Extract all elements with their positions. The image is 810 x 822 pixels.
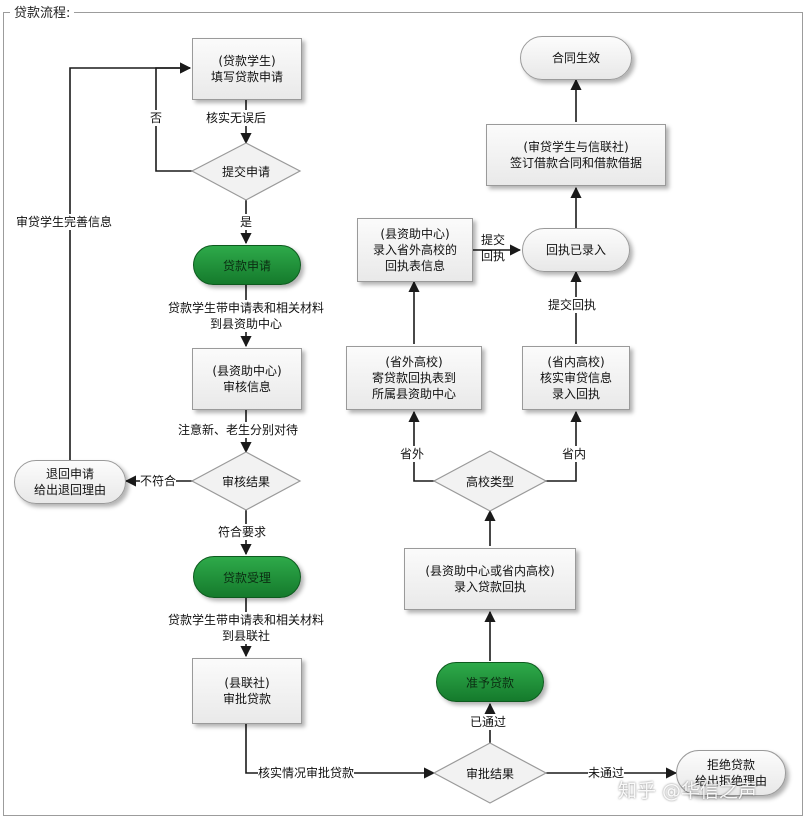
edge-label-yes: 是 — [240, 214, 253, 230]
node-contract-effective: 合同生效 — [520, 36, 632, 80]
node-county-review-line2: 审核信息 — [222, 380, 271, 394]
edge-label-bring-materials-county-line2: 到县资助中心 — [209, 317, 282, 331]
node-out-province: (省外高校) 寄贷款回执表到 所属县资助中心 — [346, 346, 482, 410]
node-out-province-line2: 寄贷款回执表到 — [371, 371, 456, 385]
node-county-review: (县资助中心) 审核信息 — [192, 348, 302, 410]
edge-label-submit-receipt-side-line1: 提交 — [481, 233, 506, 247]
decision-submit — [190, 142, 302, 201]
node-coop-approve-line1: (县联社) — [224, 676, 270, 690]
edge-schooltype-out — [408, 410, 436, 482]
node-enter-receipt-line1: (县资助中心或省内高校) — [425, 564, 555, 578]
node-out-province-line3: 所属县资助中心 — [371, 387, 456, 401]
edge-label-new-old: 注意新、老生分别对待 — [178, 422, 299, 438]
edge-label-passed: 已通过 — [470, 714, 507, 730]
watermark: 知乎 @华信之声 — [618, 780, 758, 802]
edge-label-bring-materials-county: 贷款学生带申请表和相关材料 到县资助中心 — [154, 300, 338, 332]
edge-label-submit-receipt: 提交回执 — [548, 297, 597, 313]
edge-label-not-passed: 未通过 — [588, 765, 625, 781]
decision-review-result-label: 审核结果 — [221, 475, 270, 489]
edge-label-bring-materials-coop-line2: 到县联社 — [221, 629, 270, 643]
node-county-enter-line1: (县资助中心) — [380, 227, 450, 241]
node-grant-label: 准予贷款 — [465, 675, 514, 690]
edge-label-in-province: 省内 — [562, 446, 587, 462]
node-in-province-line2: 核实审贷信息 — [539, 371, 612, 385]
decision-school-type-label: 高校类型 — [465, 475, 514, 489]
node-loan-apply: 贷款申请 — [193, 245, 301, 285]
node-reject-line1: 拒绝贷款 — [706, 758, 755, 772]
edge-return-improve-loop — [69, 62, 192, 460]
node-sign-contract-line2: 签订借款合同和借款借据 — [509, 156, 642, 170]
decision-submit-label: 提交申请 — [221, 165, 270, 179]
node-coop-approve-line2: 审批贷款 — [222, 692, 271, 706]
node-grant: 准予贷款 — [436, 662, 544, 702]
node-in-province-line1: (省内高校) — [547, 355, 605, 369]
node-reject: 拒绝贷款 给出拒绝理由 — [676, 750, 786, 796]
node-return-apply-line1: 退回申请 — [45, 467, 94, 481]
node-sign-contract-line1: (审贷学生与信联社) — [523, 140, 629, 154]
edge-coop-approve — [245, 724, 436, 779]
node-loan-apply-label: 贷款申请 — [222, 258, 271, 273]
loan-process-frame — [3, 12, 803, 816]
edge-label-no: 否 — [150, 110, 163, 126]
edge-label-verified: 核实无误后 — [206, 110, 267, 126]
node-county-enter: (县资助中心) 录入省外高校的 回执表信息 — [357, 218, 473, 282]
node-return-apply-line2: 给出退回理由 — [33, 483, 106, 497]
decision-review-result — [190, 451, 302, 511]
node-in-province-line3: 录入回执 — [551, 387, 600, 401]
edge-label-bring-materials-coop: 贷款学生带申请表和相关材料 到县联社 — [154, 612, 338, 644]
edge-label-match: 符合要求 — [218, 524, 267, 540]
node-sign-contract: (审贷学生与信联社) 签订借款合同和借款借据 — [486, 124, 666, 186]
node-reject-line2: 给出拒绝理由 — [694, 774, 767, 788]
node-student-apply-line1: (贷款学生) — [218, 54, 276, 68]
edge-label-submit-receipt-side: 提交 回执 — [481, 232, 505, 264]
node-coop-approve: (县联社) 审批贷款 — [192, 658, 302, 724]
edge-label-out-province: 省外 — [400, 446, 425, 462]
node-contract-effective-label: 合同生效 — [551, 51, 600, 65]
node-receipt-entered-label: 回执已录入 — [545, 243, 606, 257]
decision-approve-result — [432, 742, 548, 804]
node-county-review-line1: (县资助中心) — [212, 364, 282, 378]
node-loan-accept-label: 贷款受理 — [222, 570, 271, 585]
node-county-enter-line2: 录入省外高校的 — [372, 243, 457, 257]
decision-approve-result-label: 审批结果 — [465, 767, 514, 781]
node-out-province-line1: (省外高校) — [385, 355, 443, 369]
node-receipt-entered: 回执已录入 — [522, 228, 630, 272]
node-return-apply: 退回申请 给出退回理由 — [14, 460, 126, 504]
frame-title: 贷款流程: — [10, 2, 75, 21]
edge-schooltype-in — [544, 410, 582, 482]
node-loan-accept: 贷款受理 — [193, 556, 301, 598]
node-student-apply: (贷款学生) 填写贷款申请 — [192, 38, 302, 100]
edge-label-bring-materials-coop-line1: 贷款学生带申请表和相关材料 — [167, 613, 324, 627]
node-enter-receipt: (县资助中心或省内高校) 录入贷款回执 — [404, 548, 576, 610]
node-enter-receipt-line2: 录入贷款回执 — [453, 580, 526, 594]
edge-label-submit-receipt-side-line2: 回执 — [481, 249, 506, 263]
decision-school-type — [432, 450, 548, 512]
node-county-enter-line3: 回执表信息 — [384, 259, 445, 273]
node-student-apply-line2: 填写贷款申请 — [210, 70, 283, 84]
edge-label-verify-approve: 核实情况审批贷款 — [258, 765, 355, 781]
edge-label-bring-materials-county-line1: 贷款学生带申请表和相关材料 — [167, 301, 324, 315]
edge-label-not-match: 不符合 — [140, 473, 177, 489]
edge-label-improve-info: 审贷学生完善信息 — [16, 214, 113, 230]
node-in-province: (省内高校) 核实审贷信息 录入回执 — [522, 346, 630, 410]
